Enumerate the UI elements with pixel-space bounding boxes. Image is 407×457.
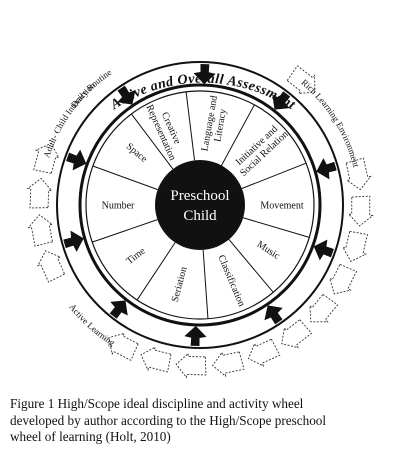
segment-label: Space: [124, 141, 150, 165]
segment-divider: [130, 113, 174, 170]
segment-label: Movement: [260, 201, 304, 212]
outer-flow-arrow: [27, 214, 54, 247]
outer-flow-arrow: [286, 65, 316, 94]
inner-ring-line: [78, 83, 322, 327]
segment-label-line: Classification: [215, 253, 247, 308]
outer-flow-arrow: [328, 263, 358, 295]
center-label-line1: Preschool: [170, 188, 229, 204]
segment-label: Language andLiteracy: [199, 95, 230, 154]
segment-label: Number: [102, 201, 135, 212]
segment-label: Initiative andSocial Relation: [231, 121, 291, 179]
inward-arrow: [63, 230, 84, 252]
outer-flow-arrow: [175, 352, 207, 379]
center-disc: [155, 160, 245, 250]
outer-flow-arrow: [26, 177, 53, 209]
outer-flow-arrow: [247, 338, 281, 367]
outer-flow-arrow: [345, 157, 372, 191]
segment-label-line: Number: [102, 201, 135, 212]
figure-caption: Figure 1 High/Scope ideal discipline and…: [10, 396, 402, 446]
outer-flow-arrow: [341, 230, 368, 262]
caption-line-2: developed by author according to the Hig…: [10, 412, 327, 428]
outer-flow-arrow: [37, 250, 66, 283]
segment-label: Classification: [215, 253, 247, 308]
caption-line-1: Figure 1 High/Scope ideal discipline and…: [10, 396, 304, 411]
learning-wheel-diagram: Preschool Child CreativeRepresentation La…: [26, 61, 374, 379]
segment-divider: [243, 217, 310, 238]
segment-label: Time: [124, 245, 148, 267]
inward-arrow: [193, 64, 216, 85]
segment-divider: [202, 249, 209, 319]
segment-divider: [228, 239, 274, 293]
segment-divider: [92, 165, 158, 191]
ring-inward-arrows: [63, 64, 337, 346]
segment-divider: [136, 242, 176, 301]
segment-label-line: Music: [255, 239, 282, 262]
outer-flow-arrow: [33, 142, 60, 174]
inward-arrow: [313, 239, 334, 261]
segment-divider: [185, 91, 196, 161]
segment-divider: [241, 162, 307, 189]
segment-label: Music: [255, 239, 282, 262]
segment-label: CreativeRepresentation: [143, 99, 187, 163]
inward-arrow: [264, 305, 283, 325]
outer-flow-arrow: [347, 195, 374, 227]
center-label-line2: Child: [183, 208, 217, 224]
segment-label-line: Time: [124, 245, 148, 267]
segment-divider: [92, 219, 158, 243]
inward-arrow: [184, 325, 207, 346]
segment-label-line: Space: [124, 141, 150, 165]
outer-flow-arrow: [140, 346, 172, 373]
segment-divider: [221, 104, 255, 166]
segment-ring-boundary: [85, 90, 315, 320]
segment-label: Seriation: [170, 266, 190, 304]
outer-flow-arrow: [212, 351, 245, 378]
inward-arrow: [316, 158, 337, 180]
outer-flow-arrow: [108, 332, 139, 361]
outer-flow-arrow: [309, 293, 339, 323]
segment-label-line: Seriation: [170, 266, 190, 304]
inward-arrow: [272, 91, 291, 110]
outer-ring-line: [56, 61, 344, 349]
outer-ring-arrows: [26, 65, 374, 379]
inward-arrow: [109, 300, 128, 319]
inward-arrow: [66, 149, 87, 171]
segment-dividers: [92, 91, 310, 319]
caption-line-3: wheel of learning (Holt, 2010): [10, 429, 171, 444]
outer-flow-arrow: [281, 319, 313, 349]
inward-arrow: [117, 85, 136, 105]
outer-ring-label: Active Learning: [67, 302, 117, 348]
segment-label-line: Movement: [260, 201, 304, 212]
